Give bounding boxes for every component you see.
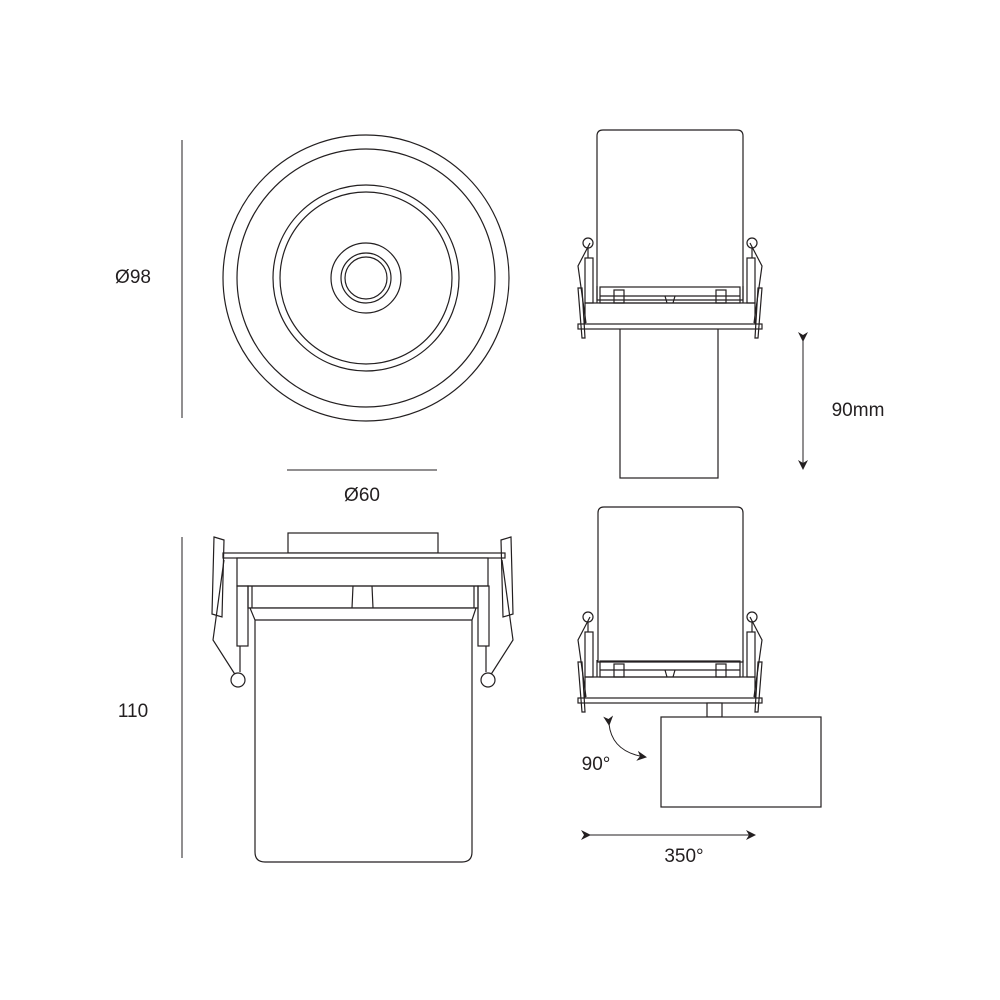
side-view-tilted	[577, 506, 822, 808]
height-label: 110	[117, 701, 149, 722]
tilt-arrow	[603, 715, 647, 761]
diameter-cutout-label: Ø60	[344, 485, 380, 506]
diameter-outer-label: Ø98	[115, 267, 151, 288]
rotation-angle-label: 350°	[664, 846, 704, 867]
side-view-front	[211, 532, 514, 863]
side-view-recessed	[577, 129, 763, 479]
tilt-depth-label: 90mm	[831, 400, 885, 421]
front-view	[222, 134, 510, 422]
tilt-angle-label: 90°	[581, 754, 611, 775]
